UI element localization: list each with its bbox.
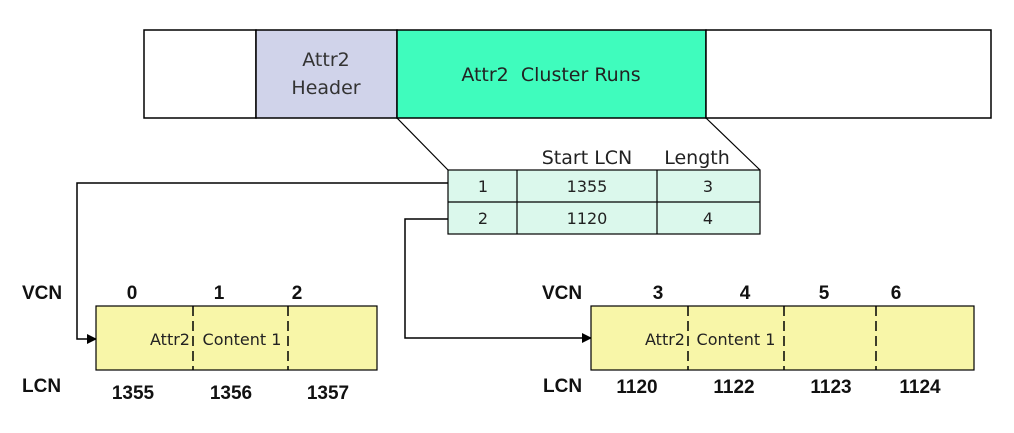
extent-1-vcn-0: 0 bbox=[127, 283, 138, 304]
run-table: Start LCN Length 1 1355 3 2 1120 4 bbox=[447, 147, 761, 235]
extent-1-content-b: Content 1 bbox=[203, 330, 282, 349]
zoom-line-left bbox=[396, 117, 449, 171]
run-row-2-start: 1120 bbox=[567, 209, 608, 228]
extent-2-vcn-label: VCN bbox=[542, 283, 582, 304]
extent-2: VCN 3 4 5 6 Attr2 Content 1 LCN 1120 112… bbox=[542, 283, 975, 398]
run-1-arrow bbox=[76, 182, 448, 344]
attr2-cluster-runs-box bbox=[396, 29, 707, 119]
extent-1-lcn-0: 1355 bbox=[112, 383, 155, 404]
extent-2-lcn-1122: 1122 bbox=[713, 377, 754, 398]
attr2-header-line2: Header bbox=[291, 77, 360, 99]
attr2-cluster-runs-label: Attr2 Cluster Runs bbox=[461, 64, 640, 86]
extent-2-lcn-1124: 1124 bbox=[899, 377, 941, 398]
col-header-start-lcn: Start LCN bbox=[542, 147, 633, 169]
run-row-2-index: 2 bbox=[478, 209, 488, 228]
extent-2-vcn-6: 6 bbox=[891, 283, 902, 304]
extent-2-box bbox=[590, 305, 975, 371]
extent-2-content-a: Attr2 bbox=[645, 330, 685, 349]
extent-2-lcn-1123: 1123 bbox=[810, 377, 851, 398]
extent-2-vcn-5: 5 bbox=[819, 283, 830, 304]
extent-1-lcn-2: 1357 bbox=[307, 383, 349, 404]
extent-1-vcn-label: VCN bbox=[22, 283, 62, 304]
extent-1-lcn-label: LCN bbox=[22, 376, 61, 397]
extent-2-vcn-4: 4 bbox=[740, 283, 751, 304]
zoom-line-right bbox=[705, 117, 761, 171]
record-left-empty bbox=[143, 29, 257, 119]
attr2-header-line1: Attr2 bbox=[302, 49, 349, 71]
run-row-1-length: 3 bbox=[703, 177, 713, 196]
extent-2-vcn-3: 3 bbox=[653, 283, 664, 304]
run-row-1-index: 1 bbox=[478, 177, 488, 196]
extent-1-box bbox=[95, 305, 378, 371]
attr2-header-box bbox=[255, 29, 398, 119]
extent-2-lcn-label: LCN bbox=[543, 376, 582, 397]
extent-1: VCN 0 1 2 Attr2 Content 1 LCN 1355 1356 … bbox=[22, 283, 378, 404]
extent-1-vcn-1: 1 bbox=[214, 283, 225, 304]
extent-1-content-a: Attr2 bbox=[150, 330, 190, 349]
extent-1-lcn-1: 1356 bbox=[210, 383, 252, 404]
extent-2-content-b: Content 1 bbox=[697, 330, 776, 349]
mft-record: Attr2 Header Attr2 Cluster Runs bbox=[143, 29, 992, 119]
extent-2-lcn-1120: 1120 bbox=[616, 377, 657, 398]
run-row-2-length: 4 bbox=[703, 209, 713, 228]
run-row-1-start: 1355 bbox=[567, 177, 608, 196]
record-right-empty bbox=[705, 29, 992, 119]
run-2-arrow bbox=[404, 218, 592, 343]
col-header-length: Length bbox=[664, 147, 730, 169]
extent-1-vcn-2: 2 bbox=[292, 283, 303, 304]
